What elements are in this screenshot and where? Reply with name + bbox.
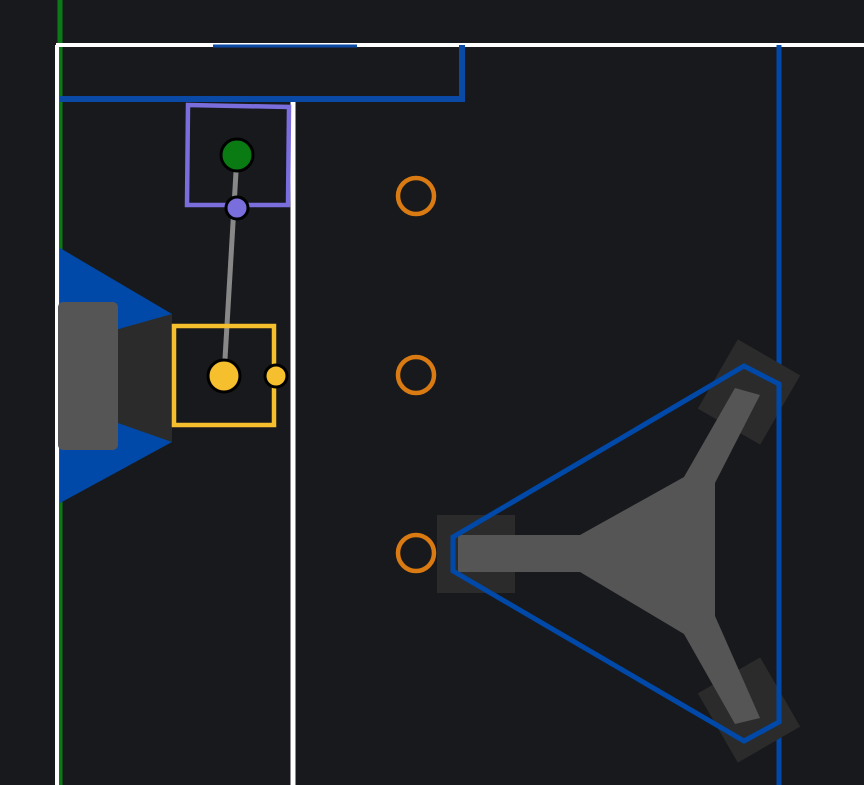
left-goal-connector bbox=[115, 314, 172, 442]
handle-yellow[interactable] bbox=[263, 363, 289, 389]
handle-purple[interactable] bbox=[224, 195, 250, 221]
path-link bbox=[221, 154, 240, 377]
waypoint-marker-2[interactable] bbox=[395, 354, 437, 396]
left-goal-body bbox=[58, 302, 118, 450]
waypoint-marker-3[interactable] bbox=[395, 532, 437, 574]
robot-body bbox=[458, 388, 760, 724]
tri-robot[interactable] bbox=[437, 339, 801, 763]
top-structure-outline bbox=[60, 45, 465, 102]
node-yellow[interactable] bbox=[206, 358, 242, 394]
waypoint-marker-1[interactable] bbox=[395, 175, 437, 217]
selection-box-purple[interactable] bbox=[184, 102, 292, 208]
robot-outline bbox=[450, 363, 782, 744]
node-green[interactable] bbox=[219, 137, 255, 173]
